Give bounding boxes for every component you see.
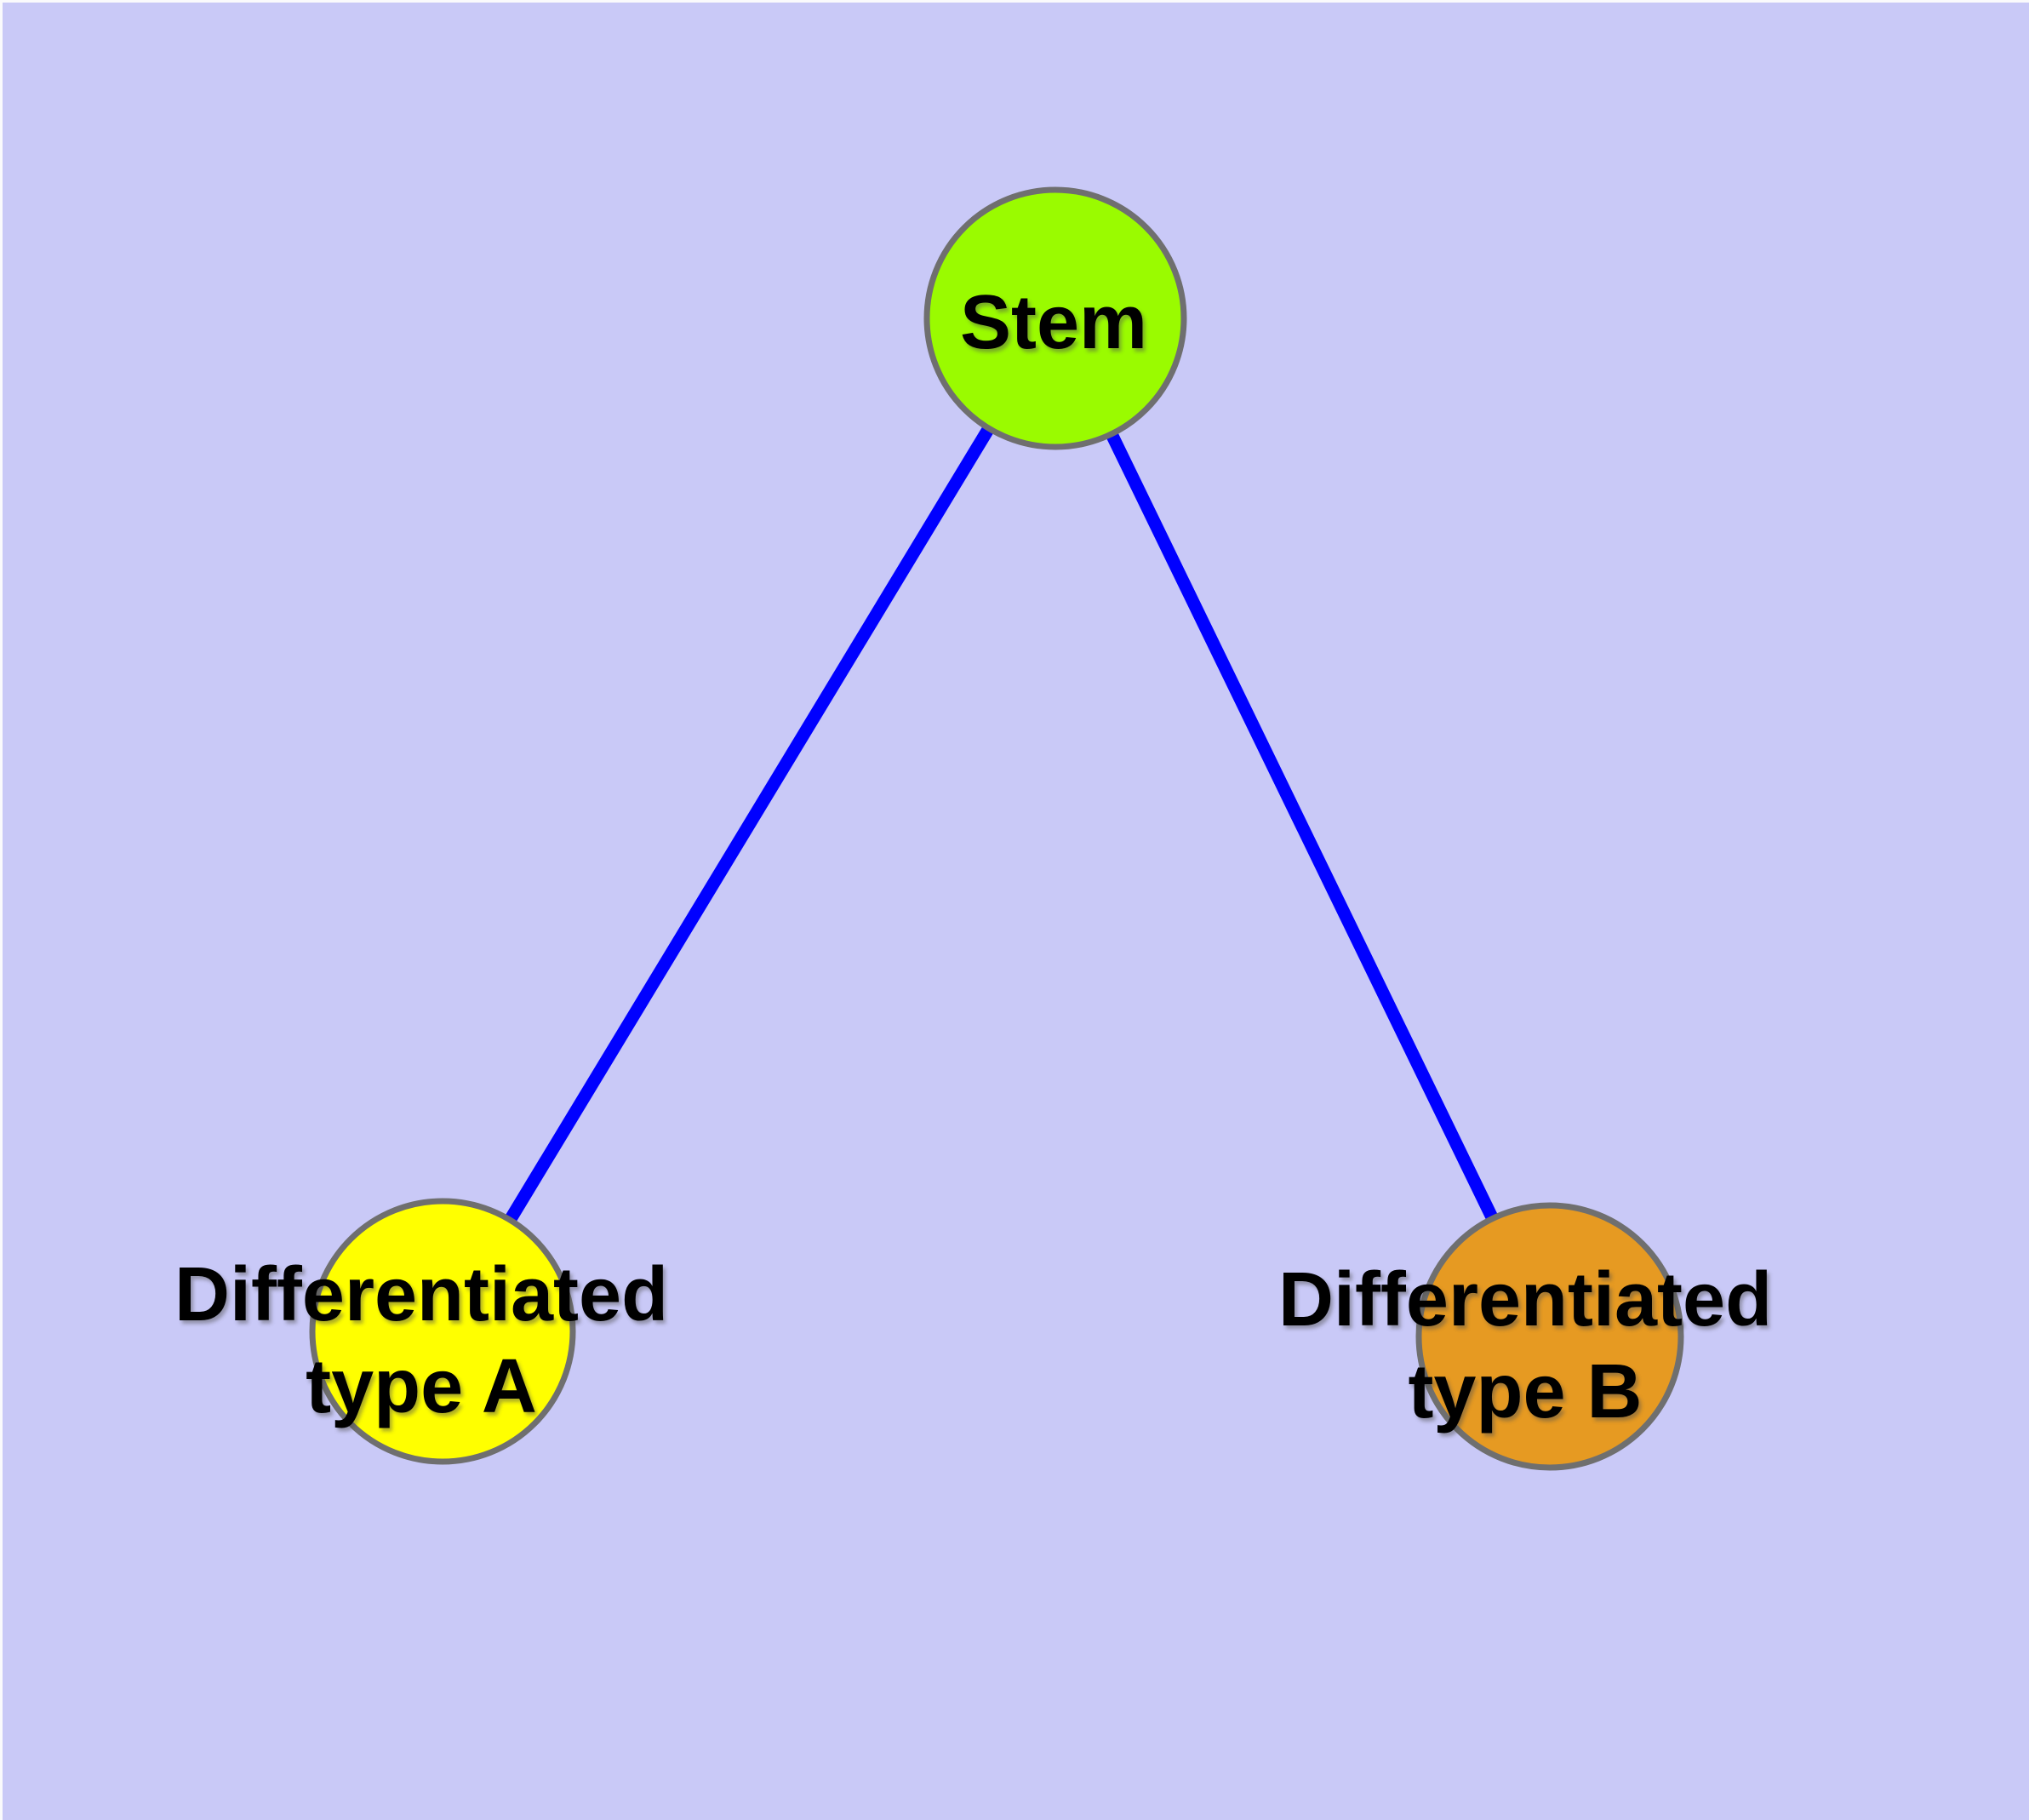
node-type-b-label: Differentiated type B [1278, 1254, 1772, 1438]
node-type-a-label: Differentiated type A [174, 1249, 668, 1433]
node-type-b-label-line2: type B [1408, 1349, 1643, 1434]
node-type-a-circle [309, 1198, 576, 1465]
node-type-b-circle [1415, 1202, 1684, 1471]
graph-canvas: Stem Differentiated type A Differentiate… [3, 3, 2029, 1820]
node-stem-label: Stem [960, 277, 1147, 369]
node-type-a-label-line1: Differentiated [174, 1252, 669, 1337]
edge-stem-to-type-b-line [1049, 315, 1556, 1340]
graph-svg [309, 186, 1684, 1471]
edge-stem-to-type-a-line [437, 315, 1061, 1335]
node-stem-circle [923, 186, 1187, 450]
node-type-b-label-line1: Differentiated [1277, 1257, 1773, 1342]
node-stem-label-text: Stem [959, 280, 1148, 365]
node-type-a-label-line2: type A [306, 1344, 537, 1429]
